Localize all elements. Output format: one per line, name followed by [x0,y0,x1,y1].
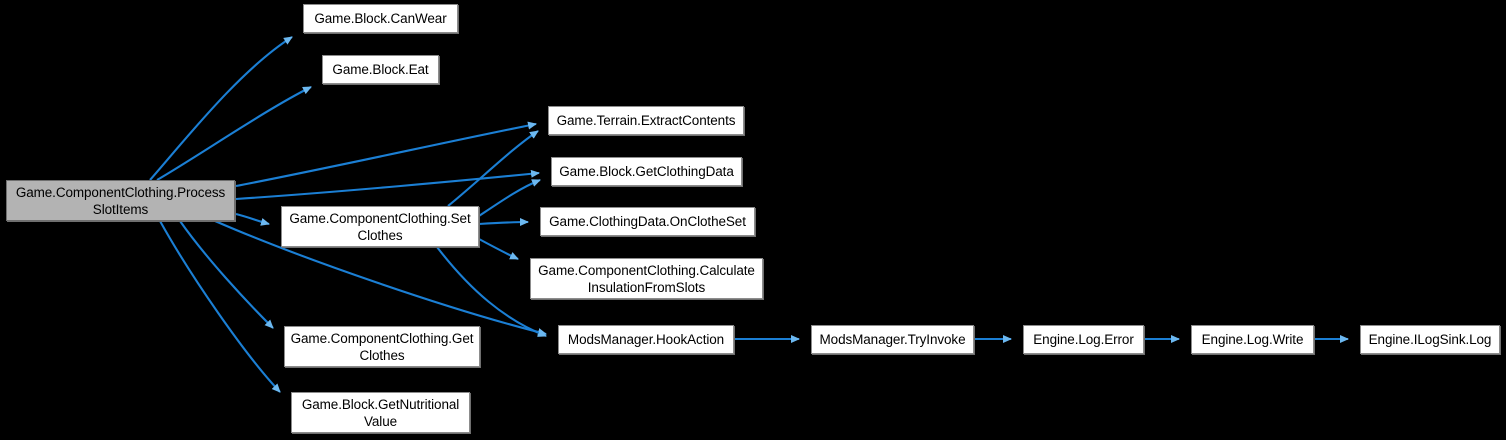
edge-setclothes-hookaction [436,246,547,337]
edge-setclothes-extractcontents [447,130,539,207]
node-label-try_invoke: ModsManager.TryInvoke [819,332,966,347]
node-eat[interactable]: Game.Block.Eat [322,55,439,84]
node-get_clothes[interactable]: Game.ComponentClothing.Get Clothes [284,326,480,367]
edge-setclothes-getclothingdata [478,179,541,217]
node-hook_action[interactable]: ModsManager.HookAction [558,325,734,354]
node-label-get_clothing_data: Game.Block.GetClothingData [559,164,734,179]
edge-process-getclothes [179,220,274,329]
node-label-can_wear: Game.Block.CanWear [314,11,447,26]
node-label-process_slot_items: Game.ComponentClothing.Process SlotItems [15,184,226,217]
node-log_write[interactable]: Engine.Log.Write [1191,325,1314,354]
node-label-calculate_insulation: Game.ComponentClothing.Calculate Insulat… [538,262,755,295]
node-set_clothes[interactable]: Game.ComponentClothing.Set Clothes [281,206,479,247]
edge-process-canwear [149,36,293,181]
edge-process-eat [156,86,312,181]
node-label-hook_action: ModsManager.HookAction [567,332,725,347]
node-get_nutritional_value[interactable]: Game.Block.GetNutritional Value [291,392,470,433]
node-calculate_insulation[interactable]: Game.ComponentClothing.Calculate Insulat… [530,258,763,299]
node-label-extract_contents: Game.Terrain.ExtractContents [556,113,736,128]
node-label-on_clothe_set: Game.ClothingData.OnClotheSet [549,214,746,229]
node-label-log_error: Engine.Log.Error [1033,332,1134,347]
node-process_slot_items[interactable]: Game.ComponentClothing.Process SlotItems [6,180,235,221]
node-label-get_nutritional_value: Game.Block.GetNutritional Value [301,396,460,429]
node-label-ilogsink_log: Engine.ILogSink.Log [1368,332,1492,347]
node-on_clothe_set[interactable]: Game.ClothingData.OnClotheSet [540,207,755,236]
node-label-eat: Game.Block.Eat [332,62,429,77]
node-extract_contents[interactable]: Game.Terrain.ExtractContents [548,106,744,135]
edge-setclothes-onclotheset [478,218,529,227]
node-try_invoke[interactable]: ModsManager.TryInvoke [811,325,974,354]
node-log_error[interactable]: Engine.Log.Error [1023,325,1144,354]
edge-process-extractcontents [235,121,537,188]
edge-process-getclothingdata [235,169,540,201]
node-can_wear[interactable]: Game.Block.CanWear [303,4,458,33]
node-ilogsink_log[interactable]: Engine.ILogSink.Log [1360,325,1500,354]
node-label-set_clothes: Game.ComponentClothing.Set Clothes [289,210,471,243]
edge-setclothes-calculate [478,238,519,260]
node-label-get_clothes: Game.ComponentClothing.Get Clothes [290,330,474,363]
edge-process-getnutritional [159,220,281,393]
node-get_clothing_data[interactable]: Game.Block.GetClothingData [551,157,742,186]
edge-process-setclothes [235,212,270,226]
edge-process-hookaction [214,220,547,336]
node-label-log_write: Engine.Log.Write [1201,332,1304,347]
